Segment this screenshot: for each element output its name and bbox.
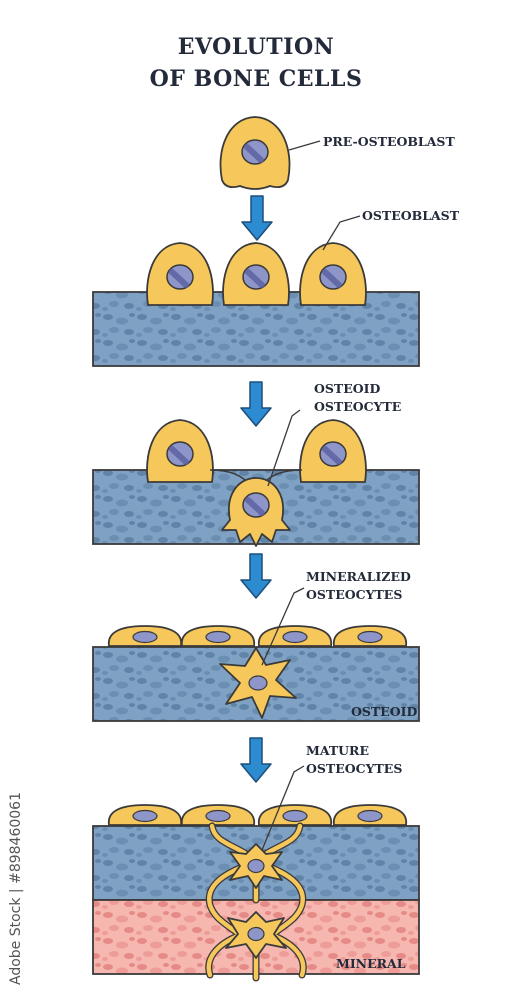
osteoblast-cell-5 [300,420,366,482]
mature-osteocyte-cell-1 [229,843,283,889]
pre-osteoblast-cell [219,116,291,190]
lining-cell-5 [107,804,183,826]
arrow-4-icon [240,737,272,783]
osteoblast-leader [322,215,361,251]
lining-cell-7 [257,804,333,826]
label-osteoblast: OSTEOBLAST [362,208,460,223]
osteoblast-cell-2 [223,243,289,305]
title-line-2: OF BONE CELLS [149,66,363,92]
stock-id-watermark: Adobe Stock | #898460061 [8,792,24,985]
osteoid-osteocyte-cell [221,477,291,547]
label-osteoid-osteocyte-2: OSTEOCYTE [314,399,402,414]
label-mineralized-1: MINERALIZED [306,569,411,584]
label-mature-1: MATURE [306,743,369,758]
label-osteoid: OSTEOID [351,704,418,719]
lining-cell-3 [257,625,333,647]
mineralized-leader [261,587,305,666]
mature-leader [261,765,305,851]
osteoblast-cell-4 [147,420,213,482]
mineralized-osteocyte-cell [219,647,297,719]
lining-cell-2 [180,625,256,647]
label-mature-2: OSTEOCYTES [306,761,403,776]
osteoblast-cell-1 [147,243,213,305]
label-pre-osteoblast: PRE-OSTEOBLAST [323,134,455,149]
label-mineralized-2: OSTEOCYTES [306,587,403,602]
label-osteoid-osteocyte-1: OSTEOID [314,381,381,396]
arrow-3-icon [240,553,272,599]
osteoid-osteocyte-leader [267,409,301,487]
osteoblast-cell-3 [300,243,366,305]
mature-osteocyte-cell-2 [225,911,287,959]
arrow-1-icon [241,195,273,241]
arrow-2-icon [240,381,272,427]
lining-cell-1 [107,625,183,647]
title-line-1: EVOLUTION [177,34,335,60]
lining-cell-4 [332,625,408,647]
lining-cell-8 [332,804,408,826]
lining-cell-6 [180,804,256,826]
label-mineral: MINERAL [336,956,406,971]
pre-osteoblast-leader [288,140,321,151]
